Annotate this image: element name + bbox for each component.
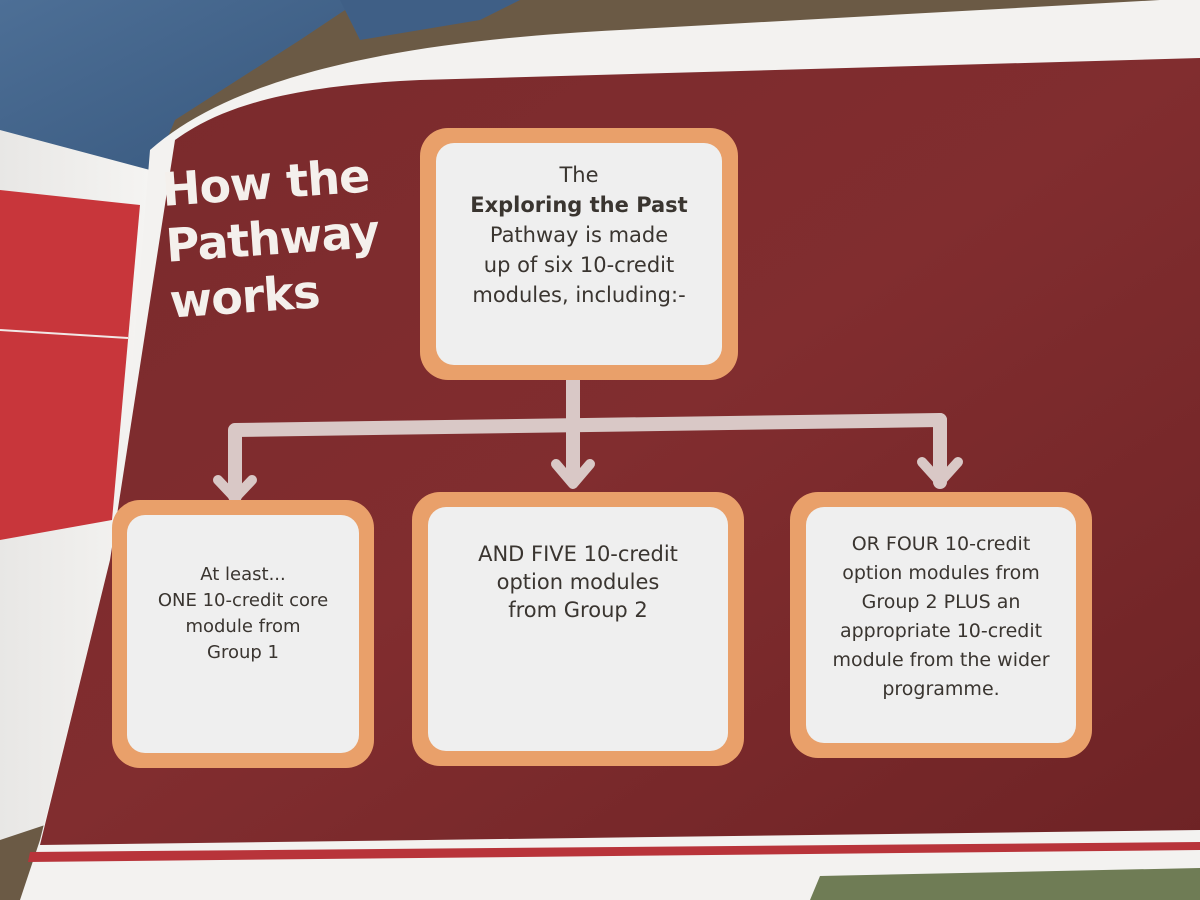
right-box-line-3: Group 2 PLUS an bbox=[861, 591, 1021, 613]
left-box-line-2: ONE 10-credit core bbox=[157, 590, 329, 611]
right-box-text: OR FOUR 10-credit option modules from Gr… bbox=[808, 530, 1074, 704]
top-box-line-3: Pathway is made bbox=[489, 223, 669, 247]
left-box-line-4: Group 1 bbox=[207, 642, 279, 663]
top-box-text: The Exploring the Past Pathway is made u… bbox=[440, 160, 718, 310]
middle-box-shape bbox=[412, 492, 744, 766]
left-box-line-3: module from bbox=[185, 616, 301, 637]
top-box-line-4: up of six 10-credit bbox=[483, 253, 675, 277]
left-box-text: At least... ONE 10-credit core module fr… bbox=[130, 562, 356, 666]
pathway-heading: How the Pathway works bbox=[160, 147, 391, 330]
left-page-red-panel bbox=[0, 190, 140, 540]
right-box-line-4: appropriate 10-credit bbox=[839, 620, 1043, 642]
jeans-fabric bbox=[0, 0, 360, 180]
right-box-line-1: OR FOUR 10-credit bbox=[851, 533, 1031, 555]
top-box-title: Exploring the Past bbox=[470, 193, 688, 217]
right-box-line-6: programme. bbox=[882, 678, 1000, 700]
jeans-fabric-right bbox=[340, 0, 520, 40]
left-page-fold-line bbox=[0, 329, 129, 339]
connector-lines bbox=[213, 371, 963, 503]
middle-box-text: AND FIVE 10-credit option modules from G… bbox=[430, 540, 726, 624]
middle-box-line-1: AND FIVE 10-credit bbox=[478, 542, 678, 566]
left-box-shape bbox=[112, 500, 374, 768]
top-box-shape bbox=[420, 128, 738, 380]
bottom-red-strip bbox=[28, 842, 1200, 862]
connector-crossbar bbox=[228, 413, 947, 495]
right-box-shape bbox=[790, 492, 1092, 758]
middle-box-line-2: option modules bbox=[496, 570, 660, 594]
top-box-line-1: The bbox=[559, 163, 599, 187]
middle-box-line-3: from Group 2 bbox=[508, 598, 648, 622]
right-box-line-5: module from the wider bbox=[832, 649, 1050, 671]
bottom-photo-strip bbox=[810, 868, 1200, 900]
top-box-line-5: modules, including:- bbox=[472, 283, 686, 307]
arrow-middle bbox=[551, 459, 595, 489]
left-box-line-1: At least... bbox=[200, 564, 286, 585]
right-box-line-2: option modules from bbox=[842, 562, 1040, 584]
